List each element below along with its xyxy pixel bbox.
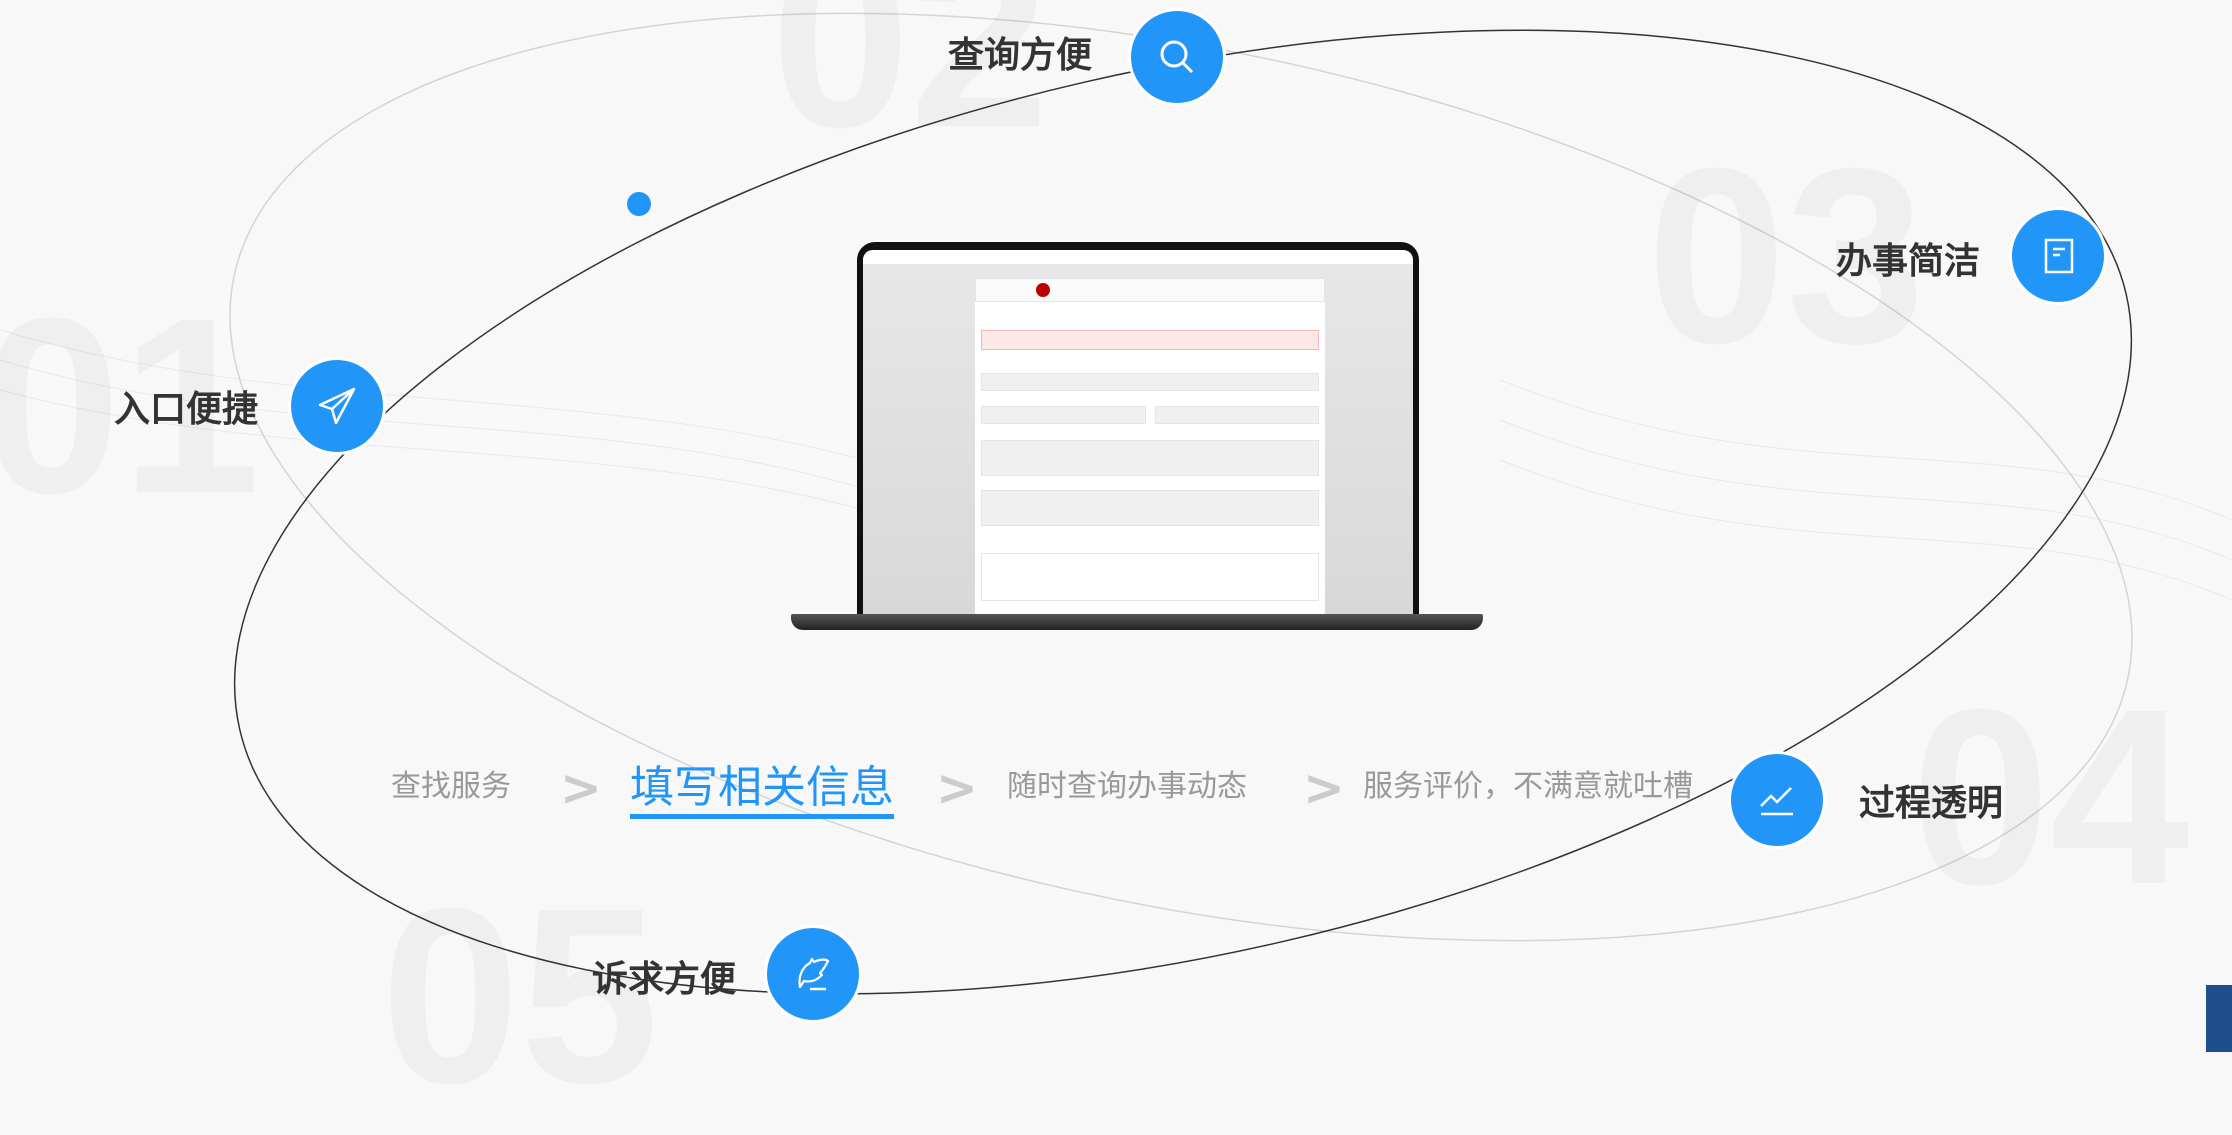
search-icon <box>1160 40 1194 74</box>
feature-label: 过程透明 <box>1859 783 2004 824</box>
active-step-underline <box>630 814 894 819</box>
feather-pen-icon <box>798 957 830 991</box>
feature-label: 查询方便 <box>948 35 1093 76</box>
chevron-right-icon: > <box>1303 759 1345 817</box>
feature-label: 入口便捷 <box>114 389 259 430</box>
chevron-right-icon: > <box>936 759 978 817</box>
feature-entry-button[interactable] <box>291 360 383 452</box>
trend-chart-icon <box>1760 787 1793 816</box>
step-track-progress[interactable]: 随时查询办事动态 <box>1007 769 1247 804</box>
laptop-screen <box>857 242 1419 614</box>
feature-simple-button[interactable] <box>2012 210 2104 302</box>
step-find-service[interactable]: 查找服务 <box>391 769 511 804</box>
corner-tab[interactable] <box>2206 985 2232 1052</box>
chevron-right-icon: > <box>560 759 602 817</box>
feature-query-button[interactable] <box>1131 11 1223 103</box>
step-evaluate[interactable]: 服务评价，不满意就吐槽 <box>1363 769 1693 804</box>
feature-label: 办事简洁 <box>1836 241 1981 282</box>
paper-plane-icon <box>318 387 356 425</box>
feature-appeal-button[interactable] <box>767 928 859 1020</box>
document-icon <box>2044 238 2074 274</box>
feature-transparent-button[interactable] <box>1731 754 1823 846</box>
orbit-dark <box>233 29 2133 995</box>
orbit-background <box>0 12 2232 995</box>
orbit-dot <box>627 192 651 216</box>
orbit-light <box>229 12 2133 942</box>
form-preview <box>975 278 1325 614</box>
feature-label: 诉求方便 <box>592 959 737 1000</box>
laptop-base <box>791 614 1483 630</box>
feature-number: 02 <box>771 0 1049 165</box>
laptop-mockup <box>791 242 1483 642</box>
step-fill-info[interactable]: 填写相关信息 <box>630 762 894 813</box>
